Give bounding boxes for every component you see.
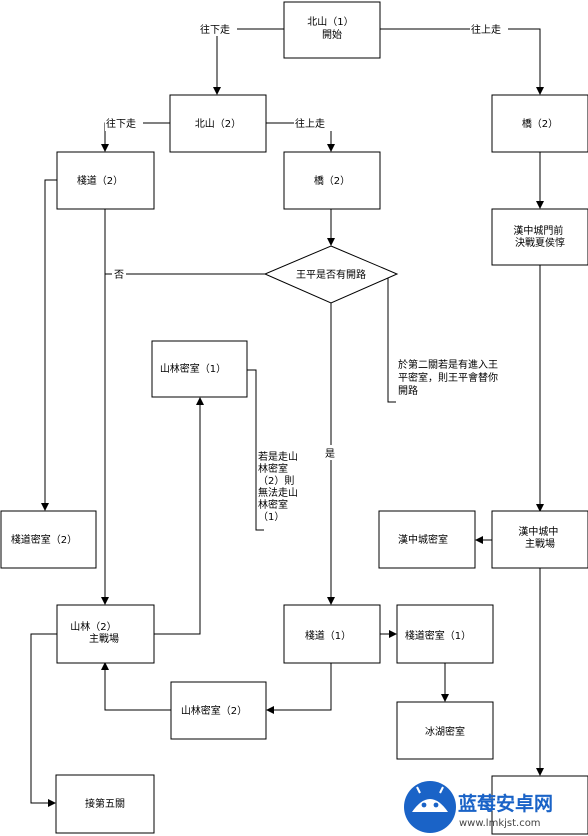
note-shanlin-line2: 林密室 <box>258 462 288 475</box>
node-shanlin2-main-box <box>56 604 155 664</box>
node-jie5-box <box>55 774 155 834</box>
node-hanzhong-gate: 漢中城門前 決戰夏侯惇 <box>513 224 566 249</box>
node-jie5: 接第五關 <box>85 797 125 810</box>
node-qiao2-right-box <box>491 94 588 153</box>
node-shanlin2-main-line1: 山林（2） <box>70 620 116 633</box>
node-hanzhong-gate-box <box>491 208 588 266</box>
node-decision-diamond <box>263 245 399 304</box>
edge-shanlin2-jie5 <box>30 633 57 807</box>
note-wangping: 於第二關若是有進入王 平密室，則王平會替你 開路 <box>398 358 501 397</box>
node-shanlin-mishi2: 山林密室（2） <box>181 704 247 717</box>
node-hanzhong-main-box <box>491 510 588 569</box>
edge-shanlin2-shanlin-mishi1 <box>154 397 204 635</box>
node-beishan2-box <box>169 94 267 153</box>
edge-label-down-1: 往下走 <box>200 23 230 36</box>
node-zhandao-mishi1-box <box>396 604 494 664</box>
node-hanzhong-mishi: 漢中城密室 <box>398 533 448 546</box>
node-shanlin2-main-line2: 主戰場 <box>89 632 119 645</box>
node-zhandao1-box <box>283 604 381 664</box>
edge-zhandao1-shanlin-mishi2 <box>266 663 332 714</box>
edge-beishan1-beishan2 <box>213 28 284 95</box>
node-zhandao2: 棧道（2） <box>77 174 123 187</box>
node-hanzhong-gate-line2: 決戰夏侯惇 <box>515 236 565 249</box>
edge-label-up-1: 往上走 <box>471 23 501 36</box>
node-hanzhong-gate-line1: 漢中城門前 <box>513 224 563 237</box>
node-shanlin-mishi1-box <box>151 340 248 398</box>
note-shanlin-line3: （2）則 <box>258 475 294 487</box>
node-bottom-box <box>491 775 588 835</box>
note-bracket-shanlin <box>247 369 264 531</box>
note-shanlin-line5: 林密室 <box>258 498 288 511</box>
node-binghu-mishi: 冰湖密室 <box>425 725 465 738</box>
node-shanlin-mishi2-box <box>170 681 267 740</box>
note-wangping-line3: 開路 <box>398 384 418 397</box>
node-shanlin2-main: 山林（2） 主戰場 <box>70 620 120 645</box>
note-shanlin-line1: 若是走山 <box>258 450 298 463</box>
edge-label-down-2: 往下走 <box>106 117 136 130</box>
node-hanzhong-main-line2: 主戰場 <box>525 537 555 550</box>
node-qiao2-mid: 橋（2） <box>314 174 350 187</box>
edge-shanlin-mishi2-shanlin2 <box>101 662 171 711</box>
node-beishan1-line2: 開始 <box>322 28 342 41</box>
watermark-logo-icon <box>404 781 456 833</box>
edge-beishan1-qiao-right <box>380 28 544 95</box>
note-bracket-wangping <box>387 273 396 403</box>
node-zhandao2-box <box>56 151 155 210</box>
node-hanzhong-mishi-box <box>378 510 476 569</box>
node-beishan1-box <box>283 1 381 59</box>
edge-label-up-2: 往上走 <box>295 117 325 130</box>
node-zhandao-mishi1: 棧道密室（1） <box>405 629 471 642</box>
node-zhandao-mishi2: 棧道密室（2） <box>11 533 77 546</box>
node-qiao2-mid-box <box>283 151 381 210</box>
edge-label-yes: 是 <box>325 448 335 460</box>
node-shanlin-mishi1: 山林密室（1） <box>160 362 226 375</box>
node-beishan1-line1: 北山（1） <box>307 16 353 28</box>
edge-label-no: 否 <box>114 269 124 281</box>
node-zhandao1: 棧道（1） <box>305 629 351 642</box>
node-hanzhong-main: 漢中城中 主戰場 <box>518 525 561 550</box>
note-wangping-line1: 於第二關若是有進入王 <box>398 358 498 371</box>
note-shanlin: 若是走山 林密室 （2）則 無法走山 林密室 （1） <box>258 450 301 523</box>
node-hanzhong-main-line1: 漢中城中 <box>518 525 558 538</box>
node-beishan2: 北山（2） <box>195 118 241 130</box>
note-shanlin-line4: 無法走山 <box>258 486 298 499</box>
node-qiao2-right: 橋（2） <box>522 117 558 130</box>
node-beishan1: 北山（1） 開始 <box>307 16 357 41</box>
node-zhandao-mishi2-box <box>0 510 97 569</box>
watermark-name: 蓝莓安卓网 <box>458 792 553 815</box>
watermark: 蓝莓安卓网 www.lmkjst.com <box>404 781 553 833</box>
node-binghu-mishi-box <box>396 701 494 760</box>
node-decision: 王平是否有開路 <box>296 268 366 281</box>
edge-zhandao2-mishi2 <box>41 179 57 511</box>
watermark-url: www.lmkjst.com <box>459 818 541 829</box>
note-shanlin-line6: （1） <box>258 511 284 523</box>
note-wangping-line2: 平密室，則王平會替你 <box>398 371 498 384</box>
